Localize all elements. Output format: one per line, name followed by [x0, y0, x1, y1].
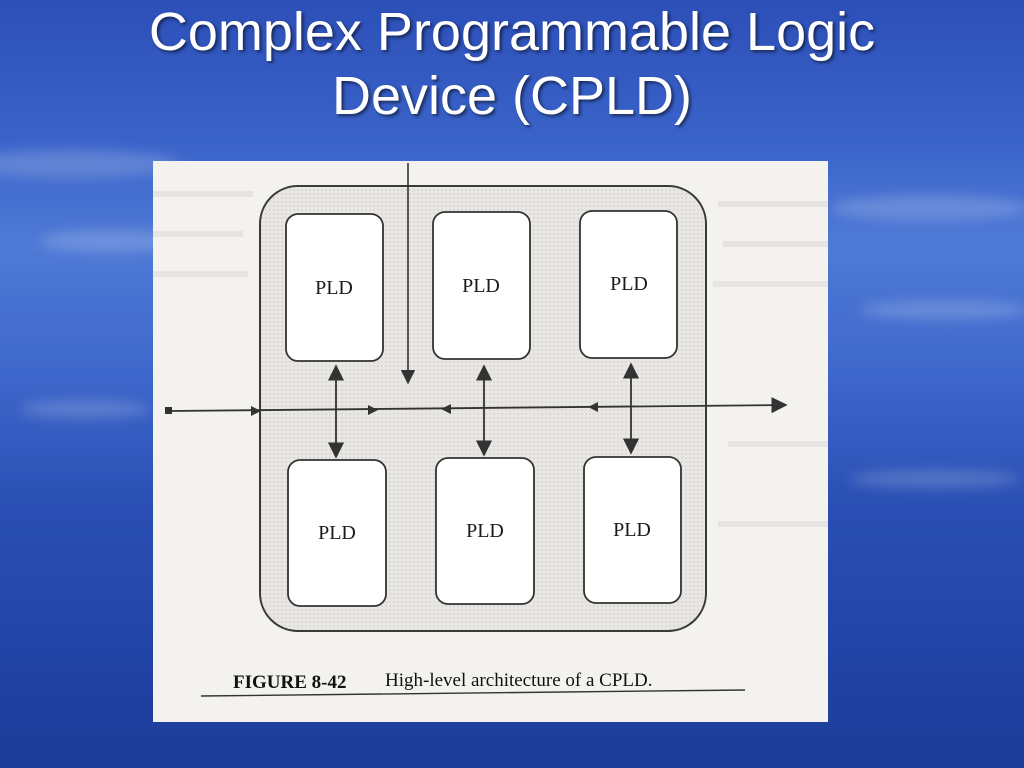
caption-rule	[200, 689, 746, 697]
pld-block: PLD	[285, 213, 384, 362]
bus-arrowhead	[588, 402, 598, 412]
slide-title: Complex Programmable Logic Device (CPLD)	[0, 0, 1024, 128]
cpld-figure: PLD PLD PLD PLD PLD PLD FIGURE 8-42 High…	[153, 161, 828, 722]
slide-title-line-2: Device (CPLD)	[331, 66, 693, 126]
svg-text:PLD: PLD	[315, 277, 353, 299]
pld-block: PLD	[287, 459, 387, 607]
background-streak	[830, 195, 1024, 221]
pld-block: PLD	[435, 457, 535, 605]
background-streak	[850, 470, 1020, 488]
figure-caption-text: High-level architecture of a CPLD.	[385, 670, 652, 691]
bus-arrowhead	[368, 405, 378, 415]
bus-arrowhead	[441, 404, 451, 414]
svg-text:PLD: PLD	[613, 519, 651, 541]
background-streak	[20, 400, 150, 418]
figure-caption-label: FIGURE 8-42	[233, 672, 346, 693]
svg-text:PLD: PLD	[462, 275, 500, 297]
cpld-diagram: PLD PLD PLD PLD PLD PLD FIGURE 8-42 High…	[153, 163, 828, 697]
slide-title-line-1: Complex Programmable Logic	[148, 2, 876, 62]
bus-arrowhead	[251, 406, 261, 416]
paper-texture	[153, 191, 828, 527]
bus-input-terminal	[165, 407, 172, 414]
pld-block: PLD	[579, 210, 678, 359]
background-streak	[0, 150, 180, 178]
background-streak	[40, 230, 180, 252]
svg-text:PLD: PLD	[610, 273, 648, 295]
svg-text:PLD: PLD	[318, 522, 356, 544]
pld-block: PLD	[583, 456, 682, 604]
svg-text:PLD: PLD	[466, 520, 504, 542]
pld-block: PLD	[432, 211, 531, 360]
background-streak	[860, 300, 1024, 320]
